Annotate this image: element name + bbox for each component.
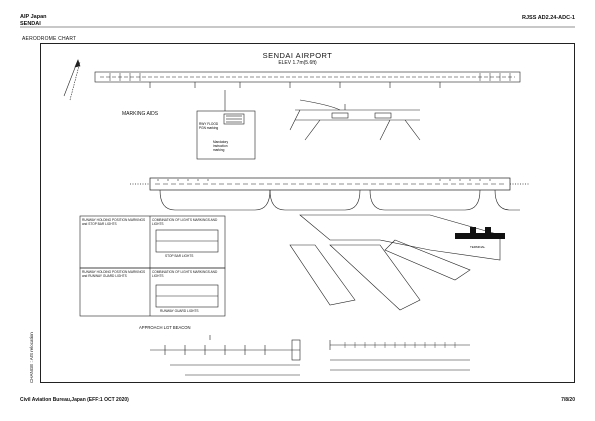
location-name: SENDAI — [20, 21, 41, 27]
apron-area — [289, 214, 501, 311]
holding-legend-1-title: RUNWAY HOLDING POSITION MARKINGS and STO… — [82, 218, 146, 226]
combination-2-title: COMBINATION OF LIGHTS MARKINGS AND LIGHT… — [152, 270, 218, 278]
svg-text:PGN marking: PGN marking — [199, 126, 218, 130]
approach-lighting-diagram — [150, 335, 301, 376]
rwy-flood-label: RWY FLOOD — [199, 122, 219, 126]
stop-bar-label: STOP BAR LIGHTS — [165, 254, 194, 258]
chart-title: AERODROME CHART — [22, 36, 77, 42]
taxiway-junction-detail — [289, 99, 421, 141]
holding-legend-2 — [79, 267, 226, 317]
marking-aids-title: MARKING AIDS — [122, 111, 159, 117]
svg-text:instruction: instruction — [213, 144, 228, 148]
footer-publisher: Civil Aviation Bureau,Japan (EFF:1 OCT 2… — [20, 397, 129, 403]
svg-text:marking: marking — [213, 148, 225, 152]
marking-aids-runway — [94, 71, 521, 88]
runway-guard-label: RUNWAY GUARD LIGHTS — [160, 309, 199, 313]
approach-lighting-right — [329, 340, 470, 371]
north-arrow — [63, 59, 81, 101]
airport-name: SENDAI AIRPORT — [262, 51, 333, 60]
publication-name: AIP Japan — [20, 14, 47, 20]
terminal-building — [455, 227, 505, 239]
terminal-label: TERMINAL — [470, 245, 486, 249]
combination-1-title: COMBINATION OF LIGHTS MARKINGS AND LIGHT… — [152, 218, 218, 226]
main-runway — [130, 177, 530, 191]
header-left: AIP Japan SENDAI — [20, 14, 47, 28]
rwy-flood-callout — [196, 90, 256, 160]
footer-page: 7/8/20 — [561, 397, 575, 403]
runway-edge-lights — [157, 179, 491, 181]
parallel-taxiway — [159, 189, 520, 211]
chart-frame — [40, 43, 575, 383]
change-note: CHANGE : AIS relocation — [29, 332, 34, 383]
elevation: ELEV 1.7m(5.6ft) — [278, 60, 317, 66]
svg-text:Mandatory: Mandatory — [213, 140, 228, 144]
holding-legend-2-title: RUNWAY HOLDING POSITION MARKINGS and RUN… — [82, 270, 146, 278]
approach-beacon-title: APPROACH LGT BEACON — [139, 325, 191, 330]
document-id: RJSS AD2.24-ADC-1 — [522, 15, 575, 21]
